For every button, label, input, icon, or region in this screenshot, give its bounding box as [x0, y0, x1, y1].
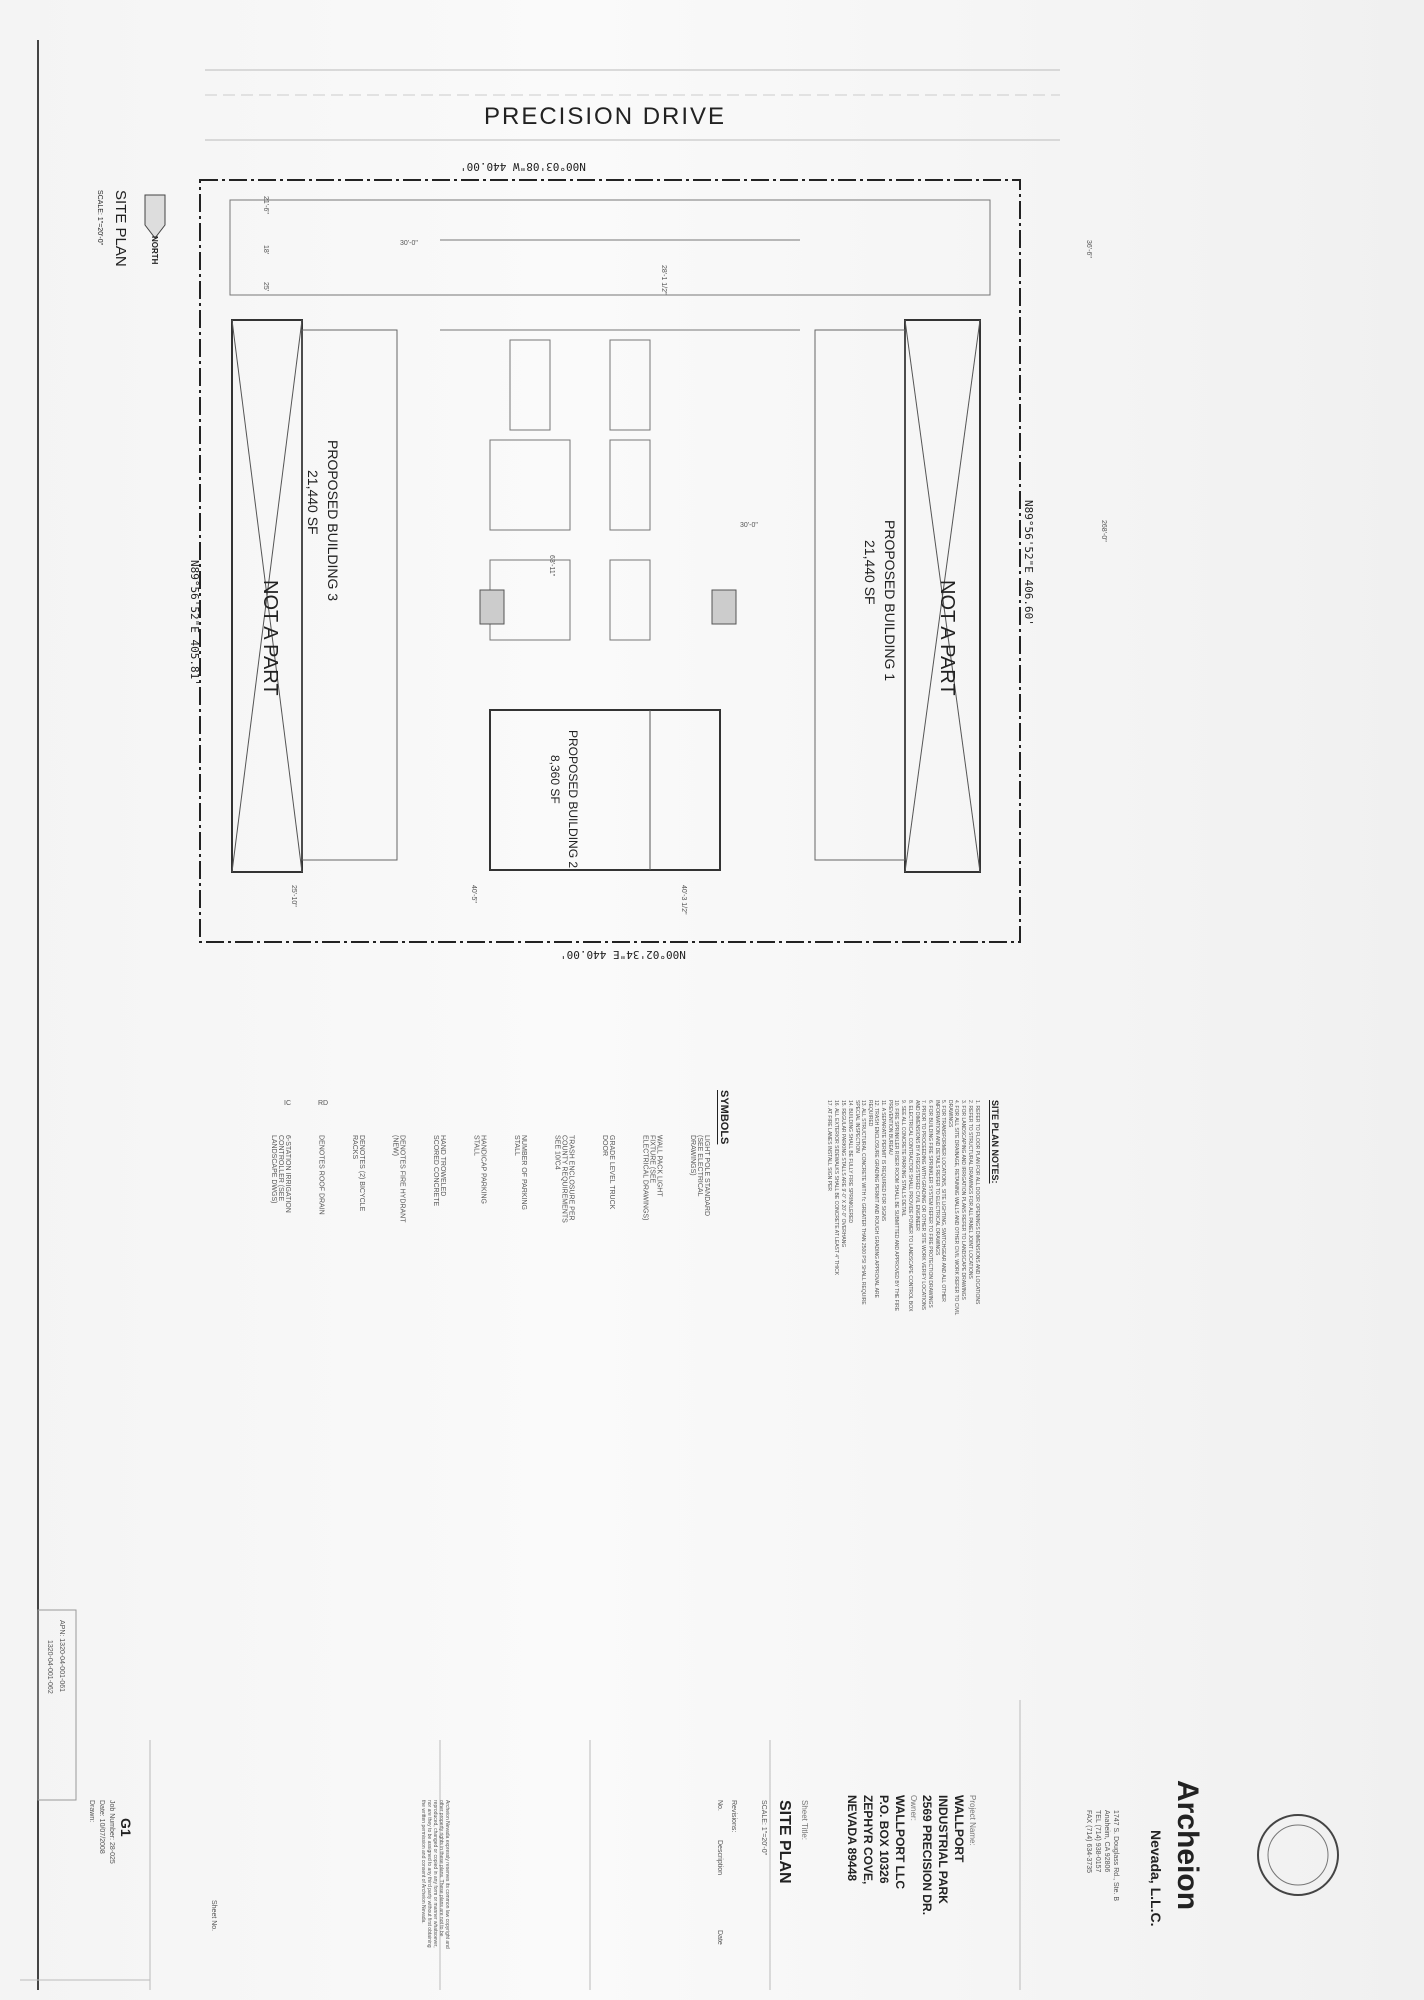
dimension: 25' — [262, 282, 269, 292]
building-2-area: 8,360 SF — [548, 755, 562, 804]
bearing-bottom: N00°02'34"E 440.00' — [560, 948, 686, 961]
symbols-list: LIGHT POLE STANDARD (SEE ELECTRICAL DRAW… — [270, 1135, 710, 1335]
note: 16. ALL EXTERIOR SIDEWALKS SHALL BE CONC… — [833, 1100, 839, 1276]
note: 6. FOR BUILDING FIRE SPRINKLER SYSTEM RE… — [927, 1100, 933, 1308]
dimension: 40'-5" — [470, 885, 477, 903]
address-line: TEL (714) 938-0157 — [1094, 1810, 1101, 1873]
owner-line: NEVADA 89448 — [845, 1795, 859, 1882]
revisions-label: Revisions: — [730, 1800, 737, 1833]
building-1-status: NOT A PART — [936, 580, 958, 696]
rev-col-description: Description — [716, 1840, 723, 1876]
dimension: 268'-0" — [1100, 520, 1107, 542]
building-3-area: 21,440 SF — [305, 470, 321, 535]
architect-seal — [1257, 1814, 1339, 1896]
note: 2. REFER TO STRUCTURAL DRAWINGS FOR ALL … — [967, 1100, 973, 1279]
building-1-area: 21,440 SF — [862, 540, 878, 605]
sheet-title: SITE PLAN — [776, 1800, 793, 1884]
north-label: NORTH — [150, 236, 159, 265]
plan-scale: SCALE: 1"=20'-0" — [96, 190, 103, 246]
street-name: PRECISION DRIVE — [484, 103, 727, 130]
notes-title: SITE PLAN NOTES: — [990, 1100, 1000, 1184]
dimension: 18' — [262, 245, 269, 255]
project-line: WALLPORT — [952, 1795, 966, 1863]
note: 4. FOR ALL SITE DRAINAGE, RETAINING WALL… — [947, 1100, 959, 1316]
note: 3. FOR LANDSCAPING AND IRRIGATION PLANS … — [960, 1100, 966, 1300]
symbol-bicycle-racks: DENOTES (2) BICYCLE RACKS — [351, 1135, 365, 1212]
symbol-scored-concrete: HAND TROWELED SCORED CONCRETE — [432, 1135, 446, 1207]
disclaimer: Archeion Nevada expressly reserves its c… — [420, 1800, 450, 1949]
symbols-title: SYMBOLS — [718, 1090, 730, 1145]
dimension: 30'-0" — [740, 522, 758, 529]
note: 13. ALL STRUCTURAL CONCRETE WITH f'c GRE… — [854, 1100, 866, 1305]
owner-line: P.O. BOX 10326 — [877, 1795, 891, 1884]
firm-sub: Nevada, L.L.C. — [1148, 1830, 1164, 1927]
note: 8. ELECTRICAL CONTRACTOR SHALL PROVIDE P… — [907, 1100, 913, 1312]
apn-2: 1320-04-001-062 — [46, 1640, 53, 1694]
note: 11. A SEPARATE PERMIT IS REQUIRED FOR SI… — [880, 1100, 886, 1222]
dimension: 40'-3 1/2" — [680, 885, 687, 915]
note: 12. TRASH ENCLOSURE GRADING PERMIT AND R… — [867, 1100, 879, 1298]
note: 9. SEE ALL CONCRETE PARKING STALLS DETAI… — [900, 1100, 906, 1217]
symbol-stall-number: NUMBER OF PARKING STALL — [513, 1135, 527, 1210]
project-line: INDUSTRIAL PARK — [936, 1795, 950, 1904]
job-number: Job Number: 28-025 — [108, 1800, 115, 1864]
symbol-truck-door: GRADE LEVEL TRUCK DOOR — [601, 1135, 615, 1210]
symbol-roof-drain: DENOTES ROOF DRAIN — [317, 1135, 325, 1215]
symbol-light-pole: LIGHT POLE STANDARD (SEE ELECTRICAL DRAW… — [689, 1135, 710, 1217]
project-label: Project Name: — [968, 1795, 977, 1846]
note: 10. FIRE SPRINKLER RISER ROOM SHALL BE S… — [887, 1100, 899, 1312]
address-line: FAX (714) 634-3735 — [1085, 1810, 1092, 1874]
building-3-name: PROPOSED BUILDING 3 — [325, 440, 341, 602]
dimension: 28'-1 1/2" — [660, 265, 667, 295]
notes-list: 1. REFER TO FLOOR PLAN FOR ALL DOOR OPEN… — [690, 1100, 980, 1320]
sheet-scale: SCALE: 1"=20'-0" — [760, 1800, 767, 1856]
symbol-irrigation: 6-STATION IRRIGATION CONTROLLER (SEE LAN… — [270, 1135, 291, 1213]
symbol-fire-hydrant: DENOTES FIRE HYDRANT (NEW) — [391, 1135, 406, 1223]
dimension: 36'-6" — [1085, 240, 1092, 258]
project-line: 2569 PRECISION DR. — [920, 1795, 934, 1916]
address-line: 1747 S. Douglass Rd., Ste. B — [1112, 1810, 1119, 1902]
apn-1: APN: 1320-04-001-061 — [58, 1620, 65, 1692]
date: Date: 10/07/2008 — [98, 1800, 105, 1854]
rev-col-date: Date — [716, 1930, 723, 1945]
note: 17. AT FIRE LANES INSTALL SIGN PER — [826, 1100, 832, 1191]
roof-drain-code: RD — [318, 1100, 329, 1107]
sheet-no-label: Sheet No. — [210, 1900, 217, 1932]
symbol-trash-enclosure: TRASH ENCLOSURE PER COUNTY REQUIREMENTS … — [553, 1135, 575, 1223]
symbol-wall-pack: WALL PACK LIGHT FIXTURE (SEE ELECTRICAL … — [641, 1135, 663, 1221]
owner-line: WALLPORT LLC — [893, 1795, 907, 1889]
dimension: 63'-11" — [548, 555, 555, 577]
dimension: 21'-6" — [262, 196, 269, 214]
bearing-top: N00°03'08"W 440.00' — [460, 160, 586, 173]
bearing-left: N89°56'52"E 405.81' — [188, 560, 201, 686]
symbol-handicap: HANDICAP PARKING STALL — [472, 1135, 487, 1204]
note: 1. REFER TO FLOOR PLAN FOR ALL DOOR OPEN… — [974, 1100, 980, 1305]
sheet-title-label: Sheet Title: — [800, 1800, 809, 1841]
bearing-right: N89°56'52"E 406.60' — [1022, 500, 1035, 626]
note: 5. FOR TRANSFORMER LOCATIONS, SITE LIGHT… — [934, 1100, 946, 1302]
owner-line: ZEPHYR COVE, — [861, 1795, 875, 1885]
sheet-number: G1 — [118, 1818, 134, 1837]
property-boundary — [199, 179, 1021, 943]
building-2-name: PROPOSED BUILDING 2 — [566, 730, 580, 869]
irrigation-code: IC — [284, 1100, 291, 1107]
note: 14. BUILDING SHALL BE FULLY FIRE SPRINKL… — [847, 1100, 853, 1224]
north-arrow — [144, 194, 166, 239]
firm-address: 1747 S. Douglass Rd., Ste. B Anaheim, CA… — [1085, 1810, 1119, 1901]
address-line: Anaheim, CA 92806 — [1103, 1810, 1110, 1873]
drawn: Drawn: — [88, 1800, 95, 1823]
dimension: 25'-10" — [290, 885, 297, 907]
project-info: Project Name: WALLPORT INDUSTRIAL PARK 2… — [845, 1795, 977, 1915]
note: 7. PRIOR TO PROCEEDING WITH GRADING OR O… — [914, 1100, 926, 1310]
firm-logo: Archeion — [1171, 1780, 1204, 1911]
apn-box — [37, 1609, 77, 1801]
building-3-status: NOT A PART — [259, 580, 281, 696]
dimension: 30'-0" — [400, 240, 418, 247]
plan-title: SITE PLAN — [112, 190, 129, 267]
note: 15. REGULAR PARKING STALLS ARE 9'-0" X 2… — [840, 1100, 846, 1248]
owner-label: Owner: — [909, 1795, 918, 1821]
building-1-name: PROPOSED BUILDING 1 — [882, 520, 898, 682]
rev-col-no: No. — [716, 1800, 723, 1811]
building-2-outline — [489, 709, 721, 871]
